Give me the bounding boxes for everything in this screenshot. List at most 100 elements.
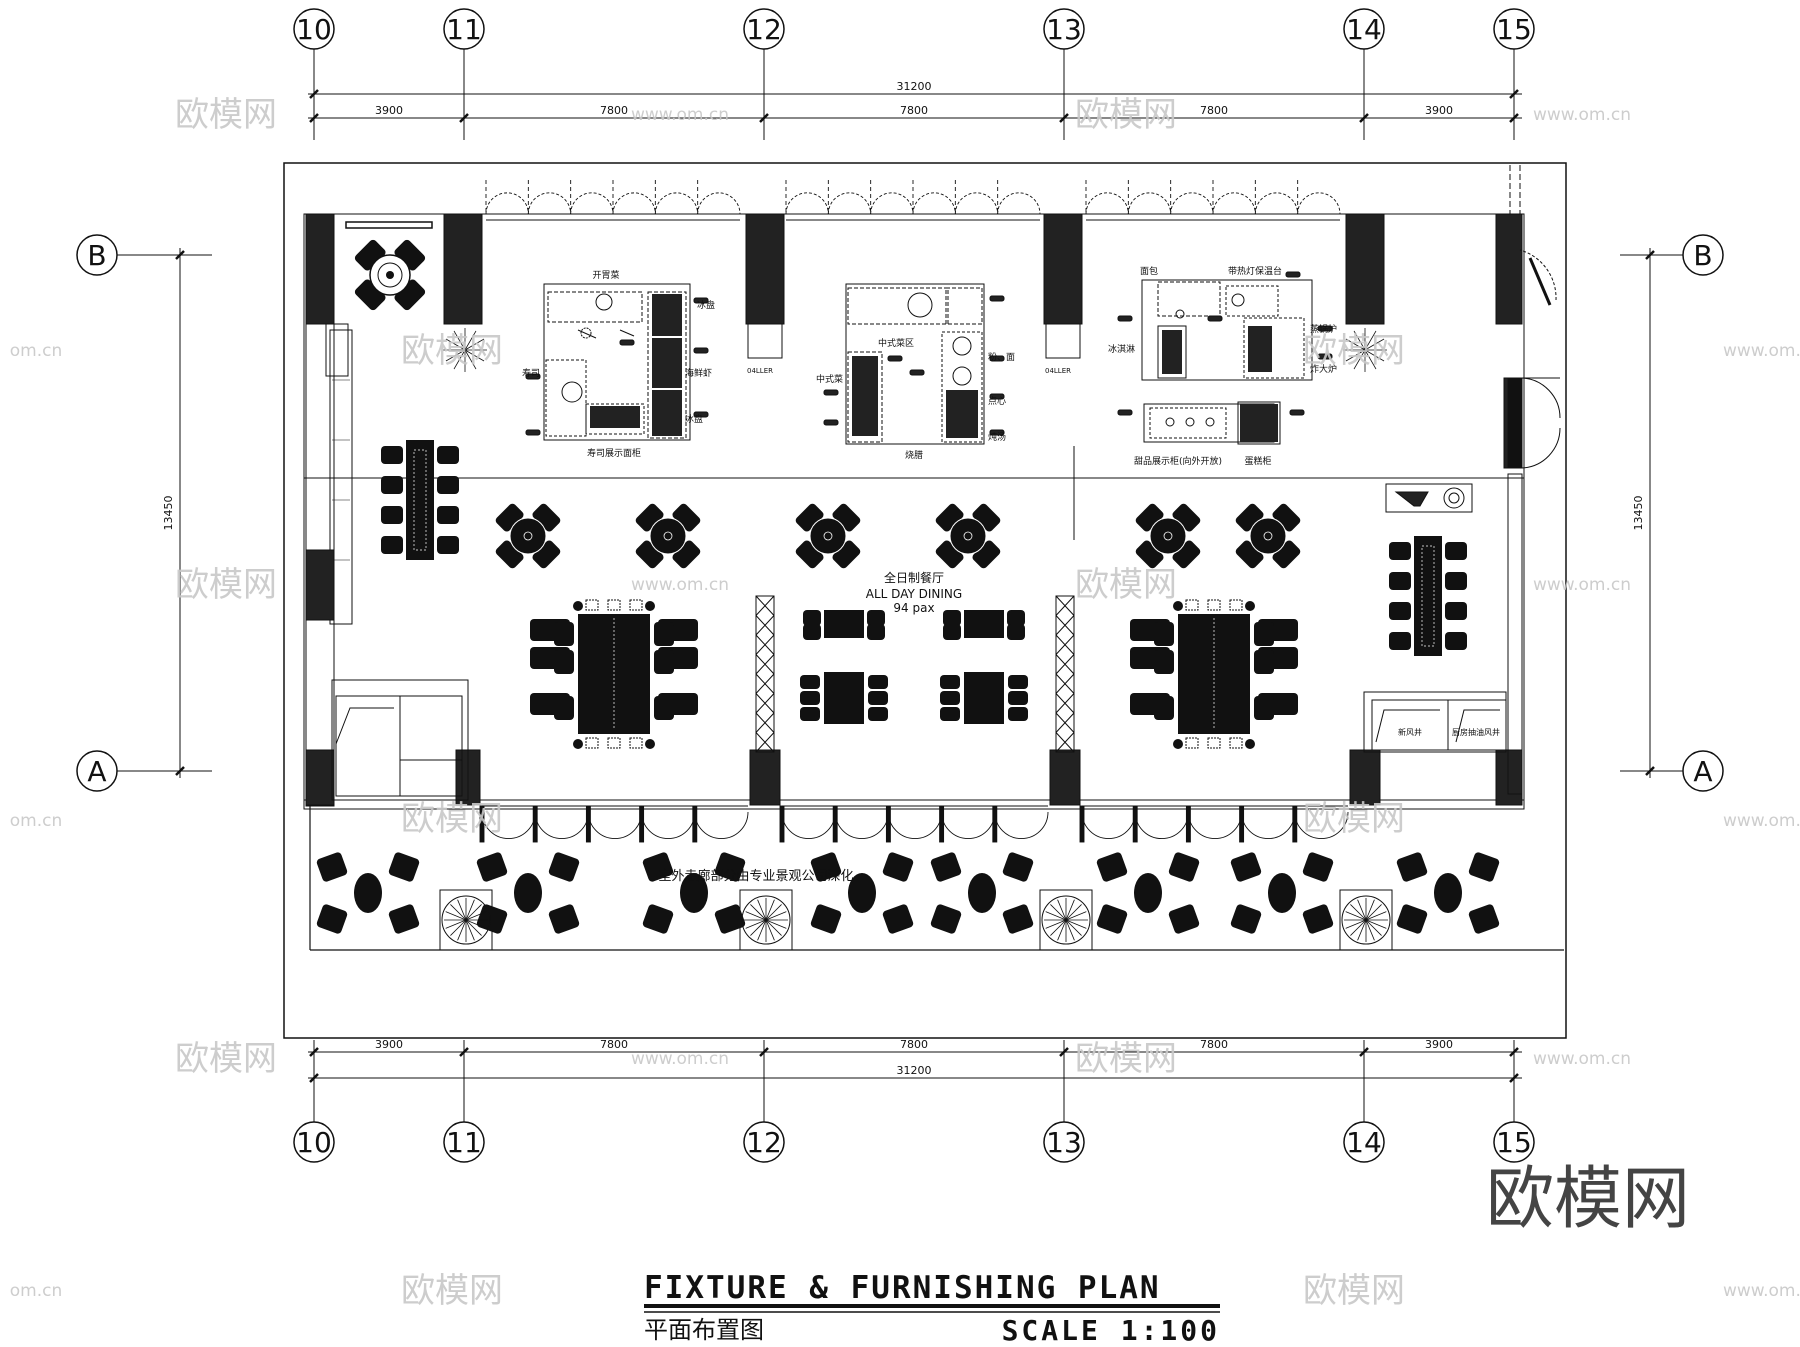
door-leaf xyxy=(832,805,838,843)
watermark: 欧模网 xyxy=(1303,799,1405,839)
grid-label: 15 xyxy=(1496,13,1532,46)
left-storage xyxy=(331,679,469,801)
chair xyxy=(832,503,861,532)
chair xyxy=(1002,852,1034,882)
grid-labels-top: 10 11 12 13 14 15 xyxy=(296,13,1532,46)
chair xyxy=(495,540,524,569)
grid-label: 10 xyxy=(296,13,332,46)
station-label: 炸大炉 xyxy=(1310,363,1337,375)
dining-pax: 94 pax xyxy=(893,601,934,615)
outdoor-table xyxy=(930,852,1034,934)
fan-blade xyxy=(1364,349,1385,362)
chair xyxy=(1389,602,1411,620)
fan-blade xyxy=(1345,338,1366,351)
watermark: 欧模网 xyxy=(1075,565,1177,605)
dimension-segment: 7800 xyxy=(1200,1038,1228,1051)
door-leaf xyxy=(885,805,891,843)
door-swing xyxy=(527,192,572,215)
grid-label: 13 xyxy=(1046,13,1082,46)
chair xyxy=(935,503,964,532)
chair xyxy=(940,691,960,705)
screen-lattice xyxy=(755,732,775,753)
dimension-segment: 7800 xyxy=(600,1038,628,1051)
grid-label: 13 xyxy=(1046,1126,1082,1159)
drawing-title-en: FIXTURE & FURNISHING PLAN xyxy=(644,1270,1161,1306)
chair xyxy=(795,503,824,532)
chair xyxy=(1154,696,1174,720)
chair xyxy=(1254,696,1274,720)
outdoor-table xyxy=(316,852,420,934)
chair xyxy=(1230,852,1262,882)
grid-label: 11 xyxy=(446,13,482,46)
door-swing xyxy=(870,192,914,215)
chair xyxy=(354,279,386,311)
door-swing xyxy=(654,192,699,215)
chair xyxy=(554,622,574,646)
fan-blade xyxy=(464,349,485,362)
chair xyxy=(642,904,674,934)
dimension-height: 13450 xyxy=(162,496,175,531)
screen-lattice xyxy=(755,654,775,675)
two-top-table xyxy=(803,610,885,640)
chair xyxy=(1007,610,1025,626)
grid-bubbles-bottom xyxy=(293,1121,1535,1163)
door-leaf xyxy=(1292,805,1298,843)
dimension-segment: 7800 xyxy=(900,1038,928,1051)
screen-lattice xyxy=(1055,732,1075,753)
door-swing xyxy=(570,192,614,215)
grid-label: 14 xyxy=(1346,13,1382,46)
chair xyxy=(388,852,420,882)
dimension-lines-top xyxy=(308,89,1522,123)
screen-lattice xyxy=(1055,634,1075,655)
station-label: 粉、面 xyxy=(988,351,1015,363)
station-label: 点心 xyxy=(988,396,1006,407)
watermark: www.om.cn xyxy=(631,575,729,595)
group-table xyxy=(530,599,698,749)
station-label: 寿司展示面柜 xyxy=(587,447,641,459)
chair xyxy=(810,904,842,934)
watermark: www.om.cn xyxy=(1723,1281,1800,1301)
long-table xyxy=(381,440,459,560)
chair xyxy=(654,650,674,674)
station-label: 开胃菜 xyxy=(592,269,619,281)
chair xyxy=(548,852,580,882)
watermark: www.om.cn xyxy=(1533,1049,1631,1069)
grid-label: 11 xyxy=(446,1126,482,1159)
outdoor-table xyxy=(642,852,746,934)
chair xyxy=(1096,904,1128,934)
chair xyxy=(1172,503,1201,532)
planter xyxy=(1339,889,1393,951)
chair xyxy=(940,707,960,721)
dining-name-cn: 全日制餐厅 xyxy=(884,570,944,585)
station-label: 寿司 xyxy=(522,367,540,379)
dimension-total: 31200 xyxy=(897,1064,932,1077)
chair xyxy=(1254,622,1274,646)
fan-blade xyxy=(1345,349,1366,362)
fan-blade xyxy=(1364,330,1377,351)
chair xyxy=(635,503,664,532)
chair xyxy=(930,852,962,882)
watermark: www.om.cn xyxy=(1723,811,1800,831)
watermark: om.cn xyxy=(10,341,63,361)
chair xyxy=(381,536,403,554)
chair xyxy=(1008,691,1028,705)
door-leaf xyxy=(992,805,998,843)
door-swing xyxy=(1297,192,1341,215)
chair xyxy=(832,540,861,569)
grid-row-labels: B A B A 13450 13450 xyxy=(87,239,1712,788)
chair xyxy=(1235,503,1264,532)
chair xyxy=(672,540,701,569)
station-label: 冰盘 xyxy=(697,299,715,311)
watermark: 欧模网 xyxy=(1303,1271,1405,1311)
dimension-height: 13450 xyxy=(1632,496,1645,531)
watermark: 欧模网 xyxy=(401,331,503,371)
round-table-four xyxy=(1235,503,1301,569)
door-swing xyxy=(612,192,656,215)
chinese-station xyxy=(823,283,1005,445)
watermark: 欧模网 xyxy=(401,799,503,839)
watermark: 欧模网 xyxy=(401,1271,503,1311)
screen-lattice xyxy=(1055,595,1075,616)
screen-lattice xyxy=(755,634,775,655)
grid-label: 12 xyxy=(746,13,782,46)
screen-lattice xyxy=(755,712,775,733)
